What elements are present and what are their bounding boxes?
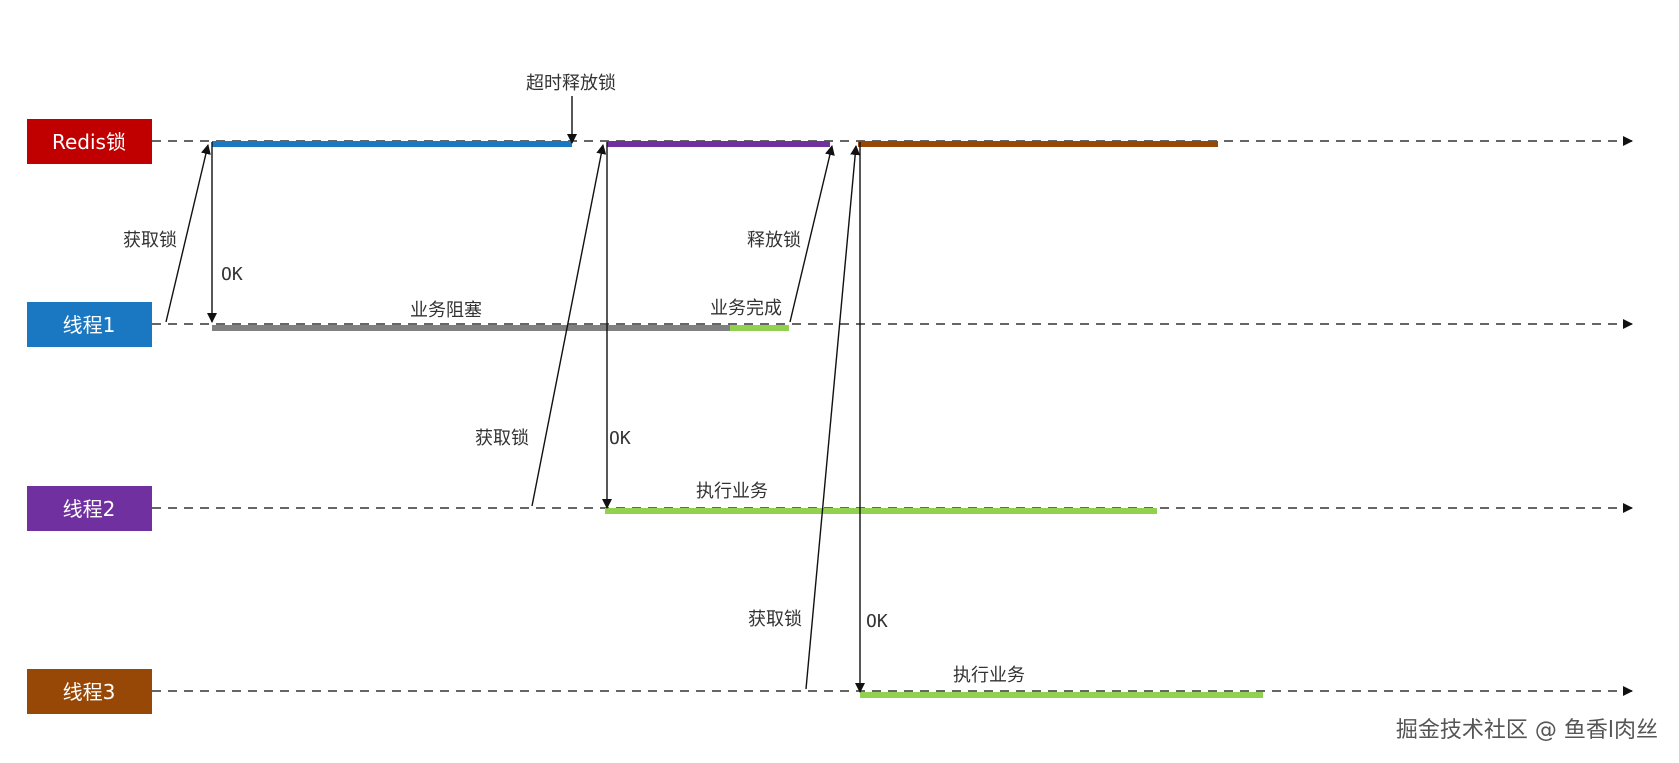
note-thread-1-acquire: 获取锁 xyxy=(123,230,177,251)
lane-label-box-thread-1 xyxy=(27,302,152,347)
lane-label-box-thread-3 xyxy=(27,669,152,714)
note-thread-1-ok: OK xyxy=(221,264,243,285)
arrow-thread-1-acquire xyxy=(165,144,211,323)
arrow-thread-2-acquire xyxy=(531,144,607,507)
lane-label-box-redis xyxy=(27,119,152,164)
lane-label-text-thread-3: 线程3 xyxy=(63,680,116,704)
note-thread-3-acquire: 获取锁 xyxy=(748,609,802,630)
lane-label-thread-2: 线程2 xyxy=(27,486,152,531)
note-thread-2-ok: OK xyxy=(609,428,631,449)
note-thread-3-ok: OK xyxy=(866,611,888,632)
lane-label-thread-3: 线程3 xyxy=(27,669,152,714)
watermark: 掘金技术社区 @ 鱼香l肉丝 xyxy=(1396,718,1658,743)
note-blocked: 业务阻塞 xyxy=(410,300,482,321)
note-thread-2-acquire: 获取锁 xyxy=(475,428,529,449)
lane-label-text-thread-1: 线程1 xyxy=(63,313,116,337)
lane-label-text-thread-2: 线程2 xyxy=(63,497,116,521)
arrow-thread-3-acquire xyxy=(805,145,861,690)
lane-label-text-redis: Redis锁 xyxy=(52,130,126,154)
note-thread-3-exec: 执行业务 xyxy=(953,665,1025,686)
lane-label-redis: Redis锁 xyxy=(27,119,152,164)
note-release: 释放锁 xyxy=(747,230,801,251)
arrow-thread-1-release xyxy=(789,145,835,323)
lane-label-box-thread-2 xyxy=(27,486,152,531)
lane-timelines xyxy=(152,136,1633,696)
lane-label-thread-1: 线程1 xyxy=(27,302,152,347)
note-thread-2-exec: 执行业务 xyxy=(696,481,768,502)
note-done: 业务完成 xyxy=(710,298,782,319)
note-timeout-release: 超时释放锁 xyxy=(526,73,616,94)
